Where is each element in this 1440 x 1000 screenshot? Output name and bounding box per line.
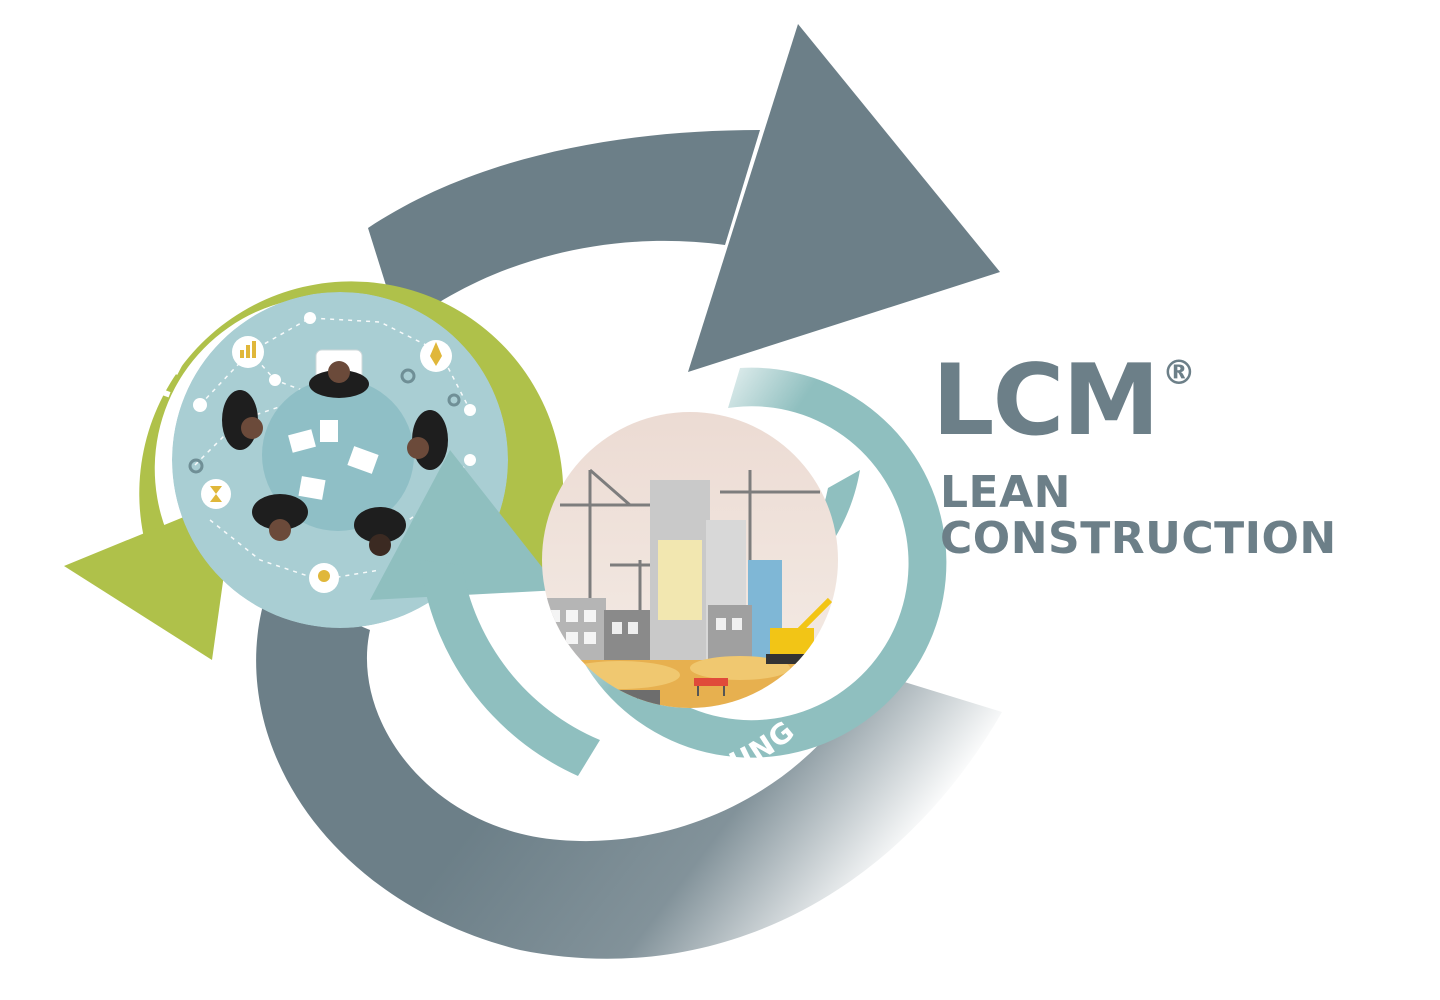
hourglass-icon bbox=[201, 479, 231, 509]
excavator-icon bbox=[766, 597, 833, 664]
outer-arrow-head bbox=[688, 24, 1000, 372]
brand-name: LCM bbox=[932, 344, 1160, 458]
outer-arrow-bottom-arc bbox=[256, 588, 1003, 959]
people-around-table bbox=[222, 349, 448, 556]
execution-arrow-head bbox=[370, 450, 560, 600]
gear-icon bbox=[188, 368, 461, 474]
construction-scene bbox=[542, 412, 838, 708]
barrier-icon bbox=[694, 678, 728, 696]
outer-cycle-arrow bbox=[256, 24, 1003, 959]
traffic-cone-icon bbox=[566, 684, 584, 706]
brand-block: LCM® LEAN CONSTRUCTION bbox=[932, 352, 1337, 562]
outer-arrow-top-arc bbox=[368, 130, 760, 330]
registered-mark: ® bbox=[1161, 353, 1196, 393]
brand-title: LCM® bbox=[932, 352, 1337, 450]
brand-subtitle-line2: CONSTRUCTION bbox=[940, 512, 1337, 564]
brand-subtitle-line1: LEAN bbox=[940, 467, 1071, 518]
